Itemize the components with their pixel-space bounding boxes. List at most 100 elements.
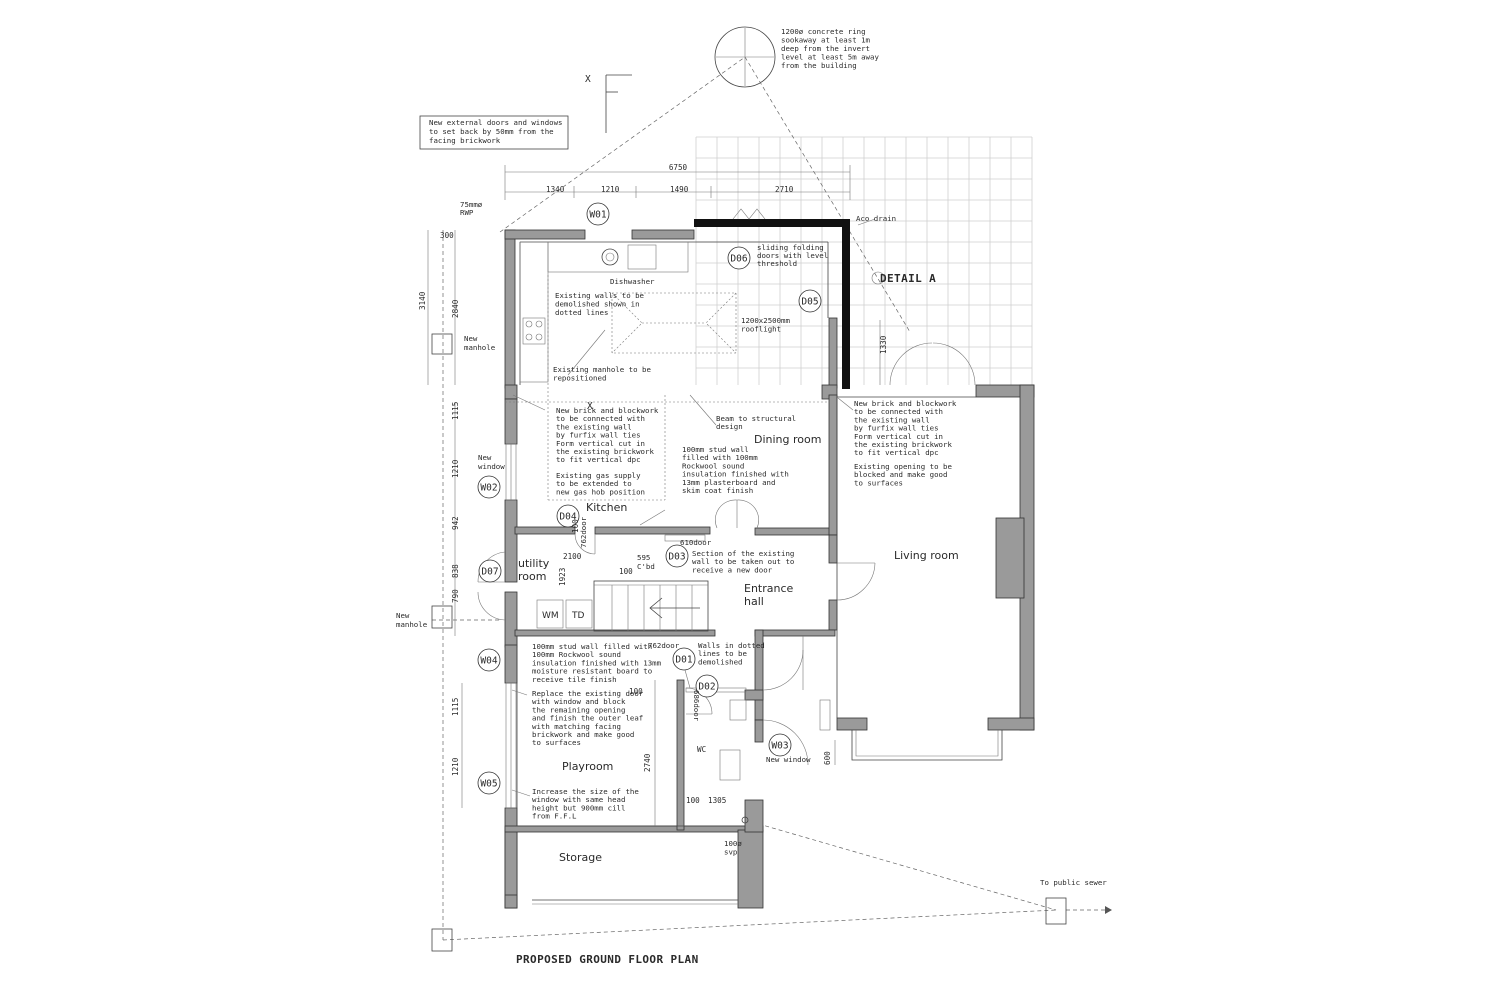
tag-d03: D03 [665, 544, 689, 568]
tag-w04: W04 [477, 648, 501, 672]
room-label-dining: Dining room [754, 433, 821, 446]
dim-d100b: 100 [619, 567, 633, 576]
tag-label-w04: W04 [480, 656, 497, 667]
tag-label-d04: D04 [559, 512, 576, 523]
section-mark-top: X [585, 74, 632, 133]
tag-label-w03: W03 [771, 741, 788, 752]
drawing-title: PROPOSED GROUND FLOOR PLAN [516, 953, 699, 966]
manhole-top [431, 333, 453, 355]
room-label-storage: Storage [559, 851, 602, 864]
tag-w01: W01 [586, 202, 610, 226]
room-label-living: Living room [894, 549, 959, 562]
dim-d790: 790 [451, 589, 460, 603]
label-td: TD [571, 611, 584, 621]
tag-w05: W05 [477, 771, 501, 795]
note-box-external [419, 115, 569, 150]
tag-label-w05: W05 [480, 779, 497, 790]
dim-d1330: 1330 [879, 335, 888, 354]
tag-label-d05: D05 [801, 297, 818, 308]
dim-d100d: 100 [686, 796, 700, 805]
tag-label-d07: D07 [481, 567, 498, 578]
dim-d1115b: 1115 [451, 698, 460, 716]
note-dishwasher: Dishwasher [610, 277, 655, 286]
manhole-mid [431, 605, 453, 629]
tag-d04: D04 [556, 504, 580, 528]
dim-d3140: 3140 [418, 291, 427, 310]
section-label-x: X [585, 74, 591, 85]
room-label-utility-2: room [518, 570, 546, 583]
room-label-entrance-2: hall [744, 595, 764, 608]
tag-d02: D02 [695, 674, 719, 698]
detail-a-label: DETAIL A [880, 272, 936, 285]
tag-d06: D06 [727, 246, 751, 270]
dim-d100a: 100 [571, 519, 580, 533]
note-door-610: 610door [680, 538, 712, 547]
dim-d2840: 2840 [451, 299, 460, 318]
tag-w03: W03 [768, 733, 792, 757]
dim-d1305: 1305 [708, 796, 726, 805]
dim-d838: 838 [451, 564, 460, 578]
dim-d300: 300 [440, 231, 454, 240]
dim-d1923: 1923 [558, 568, 567, 586]
tag-w02: W02 [477, 475, 501, 499]
drainage-lines [432, 26, 1112, 941]
manholes [431, 333, 1067, 952]
tag-label-w01: W01 [589, 210, 606, 221]
dim-d1340: 1340 [546, 185, 565, 194]
room-label-kitchen: Kitchen [586, 501, 627, 514]
manhole-bottom [431, 928, 453, 952]
tag-d01: D01 [672, 647, 696, 671]
tag-label-d02: D02 [698, 682, 715, 693]
note-door-686: 686door [692, 690, 701, 722]
tag-d05: D05 [798, 289, 822, 313]
note-public-sewer: To public sewer [1040, 878, 1107, 887]
dim-total: 6750 [669, 163, 688, 172]
section-label-x-2: X [587, 401, 593, 412]
note-door-762b: 762door [579, 516, 588, 548]
note-aco-drain: Aco drain [856, 214, 896, 223]
note-door-762a: 762door [648, 641, 680, 650]
dim-d942: 942 [451, 516, 460, 530]
dim-d2710: 2710 [775, 185, 794, 194]
room-label-utility-1: utility [518, 557, 550, 570]
tag-d07: D07 [478, 559, 502, 583]
note-new-window-w03: New window [766, 755, 811, 764]
dim-d1490: 1490 [670, 185, 689, 194]
tag-label-d06: D06 [730, 254, 747, 265]
patio-paving-grid [695, 136, 1033, 385]
dimension-labels: 6750 1340 1210 1490 2710 300 3140 2840 1115 1210 9… [418, 163, 888, 805]
dim-d2740: 2740 [643, 753, 652, 772]
dim-d1210b: 1210 [451, 757, 460, 776]
tag-label-d01: D01 [675, 655, 692, 666]
dim-d2100: 2100 [563, 552, 582, 561]
tag-label-d03: D03 [668, 552, 685, 563]
dim-d1210: 1210 [601, 185, 620, 194]
dimension-lines [427, 165, 881, 826]
interior-lines [477, 208, 1003, 905]
room-label-playroom: Playroom [562, 760, 613, 773]
room-label-entrance-1: Entrance [744, 582, 794, 595]
tag-label-w02: W02 [480, 483, 497, 494]
